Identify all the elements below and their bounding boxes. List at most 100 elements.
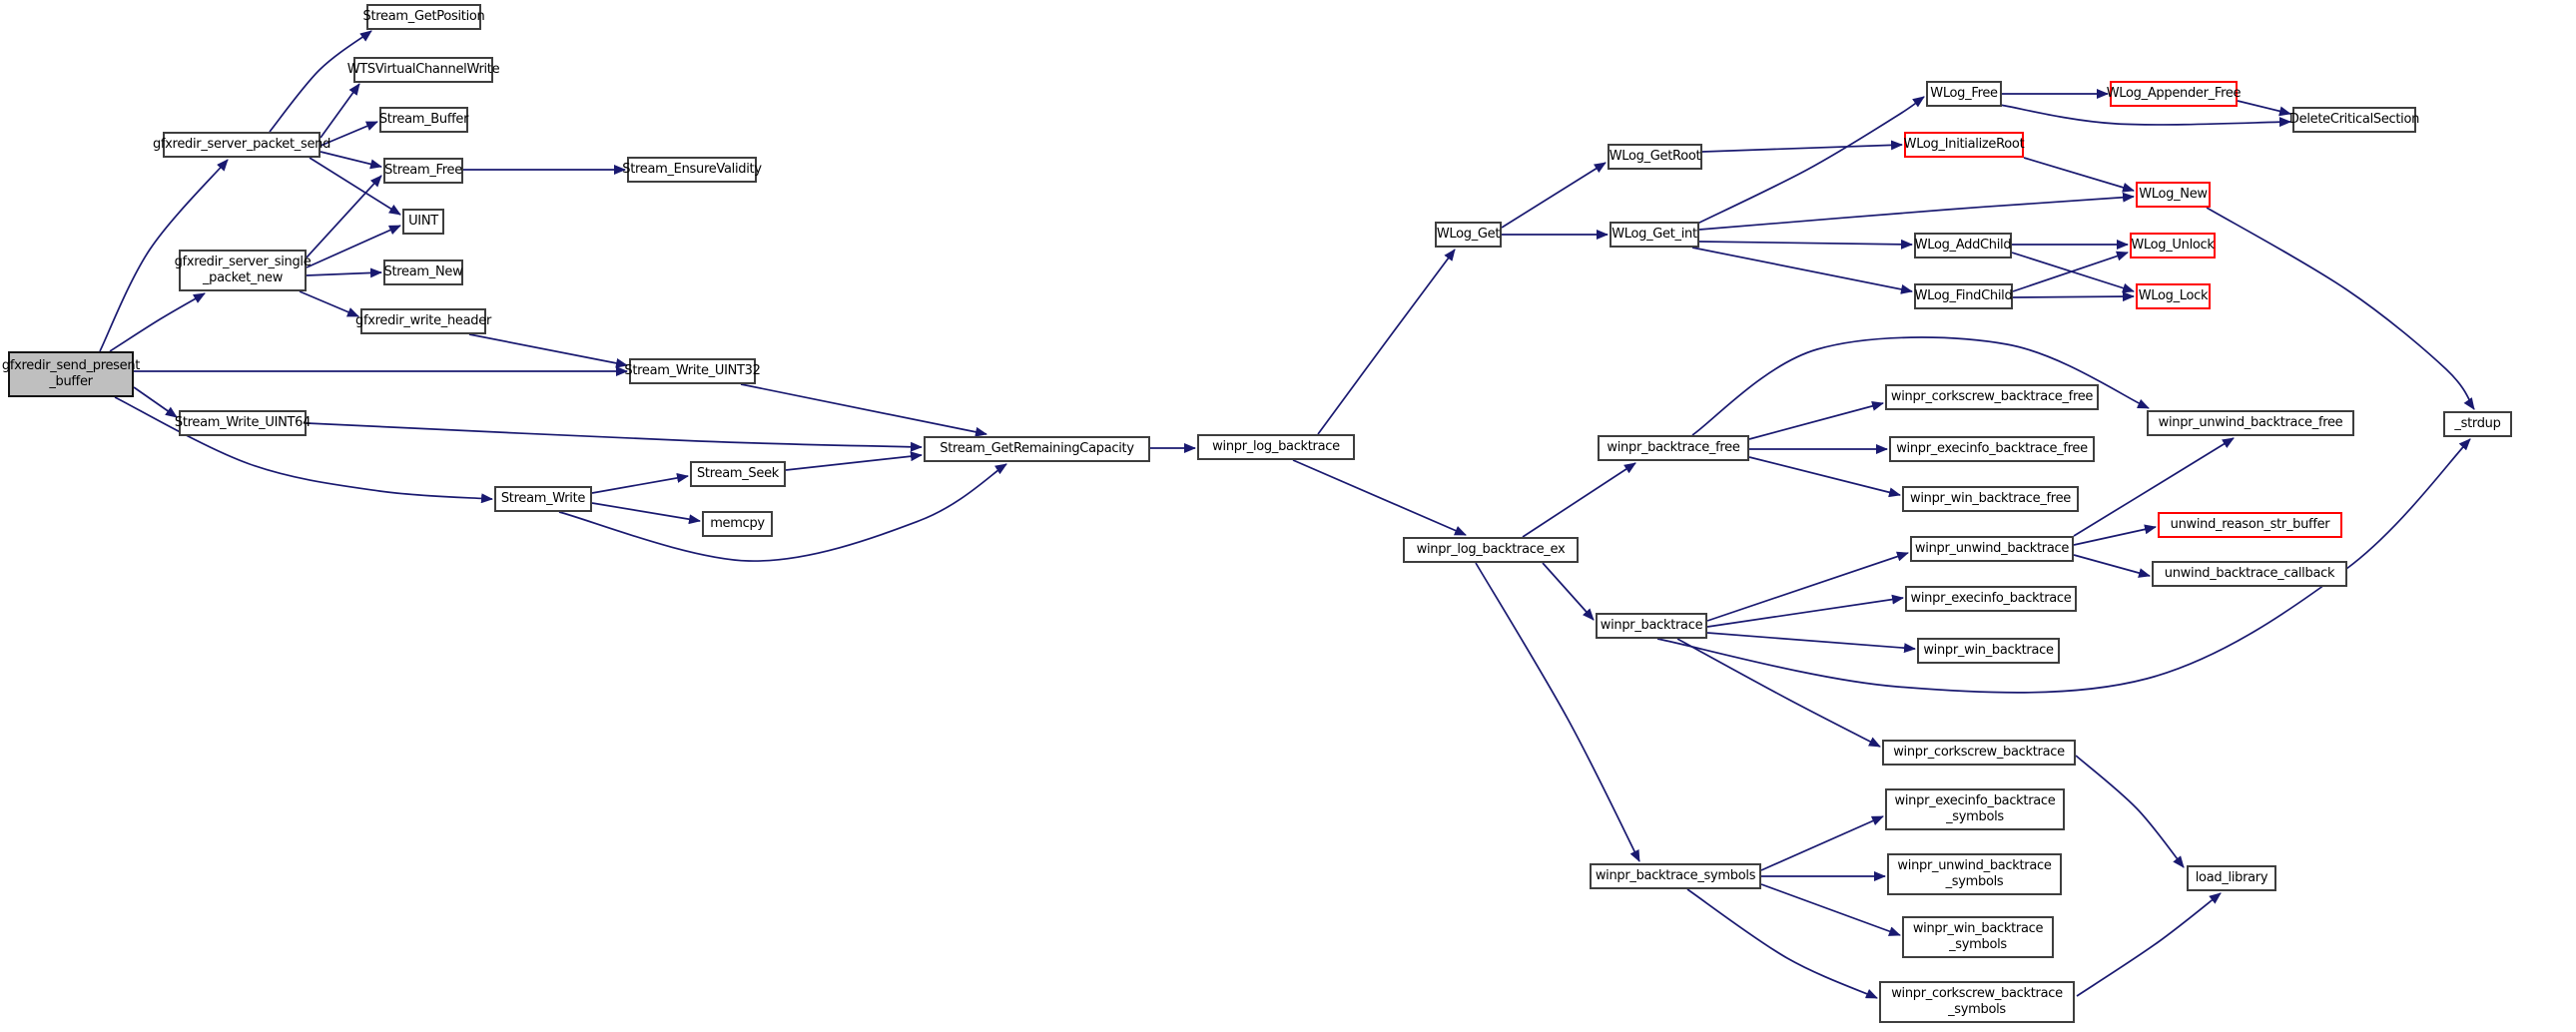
node-label: winpr_backtrace_symbols [1595, 867, 1756, 883]
edge-winpr_backtrace_symbols--winpr_execinfo_backtrace_symbols [1760, 815, 1884, 871]
node-Stream_Seek[interactable]: Stream_Seek [690, 461, 786, 487]
node-WLog_GetRoot[interactable]: WLog_GetRoot [1608, 144, 1702, 170]
node-winpr_execinfo_backtrace_free[interactable]: winpr_execinfo_backtrace_free [1889, 436, 2095, 462]
node-unwind_backtrace_callback[interactable]: unwind_backtrace_callback [2152, 561, 2347, 587]
node-winpr_log_backtrace_ex[interactable]: winpr_log_backtrace_ex [1403, 537, 1579, 563]
node-label: winpr_win_backtrace_free [1910, 490, 2071, 506]
node-Stream_New[interactable]: Stream_New [383, 259, 463, 285]
node-label: Stream_New [383, 263, 463, 279]
node-Stream_Buffer[interactable]: Stream_Buffer [379, 107, 468, 133]
node-unwind_reason_str_buffer[interactable]: unwind_reason_str_buffer [2158, 512, 2342, 538]
node-Stream_Write_UINT32[interactable]: Stream_Write_UINT32 [624, 358, 761, 384]
node-label: load_library [2195, 869, 2268, 885]
edge-gfxredir_server_single_packet_new--Stream_New [306, 267, 382, 278]
node-WLog_Free[interactable]: WLog_Free [1926, 81, 2002, 107]
node-label: winpr_execinfo_backtrace [1910, 590, 2072, 606]
node-winpr_execinfo_backtrace[interactable]: winpr_execinfo_backtrace [1905, 586, 2077, 612]
node-memcpy[interactable]: memcpy [702, 511, 773, 537]
edge-WLog_Get--WLog_GetRoot [1501, 162, 1607, 229]
node-WLog_New[interactable]: WLog_New [2136, 182, 2211, 208]
edge-gfxredir_server_single_packet_new--Stream_Free [306, 175, 382, 258]
node-label: Stream_GetRemainingCapacity [940, 440, 1134, 456]
node-_strdup[interactable]: _strdup [2443, 411, 2512, 437]
edge-gfxredir_server_packet_send--WTSVirtualChannelWrite [320, 83, 360, 139]
edge-WLog_Get_int--WLog_AddChild [1698, 239, 1913, 250]
edge-Stream_Write_UINT32--Stream_GetRemainingCapacity [740, 383, 987, 437]
node-winpr_log_backtrace[interactable]: winpr_log_backtrace [1197, 434, 1355, 460]
edge-winpr_unwind_backtrace--unwind_backtrace_callback [2073, 554, 2151, 578]
node-label: Stream_Write_UINT64 [174, 414, 312, 430]
node-label: winpr_win_backtrace _symbols [1912, 920, 2044, 952]
node-gfxredir_server_packet_send[interactable]: gfxredir_server_packet_send [153, 132, 330, 158]
edge-Stream_Write--Stream_GetRemainingCapacity [558, 463, 1007, 562]
node-winpr_unwind_backtrace_symbols[interactable]: winpr_unwind_backtrace _symbols [1887, 853, 2062, 895]
node-label: unwind_backtrace_callback [2164, 565, 2335, 581]
node-winpr_win_backtrace[interactable]: winpr_win_backtrace [1917, 638, 2060, 664]
edge-Stream_Write--Stream_Seek [591, 472, 689, 494]
node-label: Stream_GetPosition [362, 8, 485, 24]
node-WLog_Appender_Free[interactable]: WLog_Appender_Free [2107, 81, 2242, 107]
node-label: winpr_execinfo_backtrace_free [1896, 440, 2088, 456]
node-label: winpr_backtrace_free [1607, 439, 1740, 455]
node-WLog_AddChild[interactable]: WLog_AddChild [1914, 233, 2012, 258]
node-label: Stream_EnsureValidity [622, 161, 762, 177]
node-winpr_backtrace_free[interactable]: winpr_backtrace_free [1598, 435, 1749, 461]
node-WLog_InitializeRoot[interactable]: WLog_InitializeRoot [1903, 132, 2025, 158]
edge-Stream_Write--memcpy [591, 502, 701, 525]
node-label: memcpy [710, 515, 765, 531]
node-label: winpr_corkscrew_backtrace_free [1890, 388, 2094, 404]
node-label: winpr_unwind_backtrace_free [2158, 414, 2343, 430]
node-label: WLog_GetRoot [1609, 148, 1701, 164]
node-winpr_execinfo_backtrace_symbols[interactable]: winpr_execinfo_backtrace _symbols [1885, 788, 2065, 830]
node-label: winpr_win_backtrace [1923, 642, 2054, 658]
node-WLog_Lock[interactable]: WLog_Lock [2136, 283, 2211, 309]
edge-winpr_backtrace--_strdup [1656, 438, 2471, 694]
node-UINT[interactable]: UINT [402, 209, 444, 235]
edge-winpr_backtrace_free--winpr_corkscrew_backtrace_free [1748, 401, 1884, 440]
node-winpr_backtrace_symbols[interactable]: winpr_backtrace_symbols [1590, 863, 1761, 889]
edge-winpr_backtrace--winpr_unwind_backtrace [1706, 551, 1909, 622]
node-Stream_Write_UINT64[interactable]: Stream_Write_UINT64 [175, 410, 311, 436]
edge-gfxredir_send_present_buffer--gfxredir_server_packet_send [99, 159, 229, 352]
node-winpr_corkscrew_backtrace_free[interactable]: winpr_corkscrew_backtrace_free [1885, 384, 2099, 410]
edge-gfxredir_send_present_buffer--Stream_Write [114, 396, 493, 504]
edge-gfxredir_server_packet_send--UINT [309, 157, 401, 216]
node-load_library[interactable]: load_library [2187, 865, 2276, 891]
edge-winpr_backtrace--winpr_execinfo_backtrace [1706, 594, 1904, 628]
node-label: gfxredir_server_single _packet_new [174, 254, 312, 285]
node-Stream_EnsureValidity[interactable]: Stream_EnsureValidity [622, 157, 762, 183]
node-winpr_backtrace[interactable]: winpr_backtrace [1596, 613, 1707, 639]
node-winpr_win_backtrace_symbols[interactable]: winpr_win_backtrace _symbols [1902, 916, 2054, 958]
node-label: winpr_corkscrew_backtrace [1893, 744, 2065, 760]
edge-winpr_backtrace--winpr_corkscrew_backtrace [1676, 638, 1881, 748]
node-WTSVirtualChannelWrite[interactable]: WTSVirtualChannelWrite [347, 57, 500, 83]
edge-WLog_FindChild--WLog_Lock [2012, 291, 2135, 302]
edge-winpr_backtrace_free--winpr_win_backtrace_free [1748, 456, 1901, 498]
node-winpr_unwind_backtrace_free[interactable]: winpr_unwind_backtrace_free [2147, 410, 2354, 436]
node-label: gfxredir_write_header [355, 312, 491, 328]
node-gfxredir_write_header[interactable]: gfxredir_write_header [355, 308, 491, 334]
node-Stream_GetPosition[interactable]: Stream_GetPosition [363, 4, 485, 30]
node-WLog_Unlock[interactable]: WLog_Unlock [2130, 233, 2216, 258]
node-Stream_Write[interactable]: Stream_Write [494, 486, 592, 512]
edge-WLog_Get_int--WLog_FindChild [1691, 247, 1913, 294]
node-Stream_GetRemainingCapacity[interactable]: Stream_GetRemainingCapacity [924, 436, 1150, 462]
node-winpr_corkscrew_backtrace_symbols[interactable]: winpr_corkscrew_backtrace _symbols [1879, 981, 2075, 1023]
node-winpr_win_backtrace_free[interactable]: winpr_win_backtrace_free [1902, 486, 2079, 512]
edge-gfxredir_server_packet_send--Stream_Buffer [320, 121, 378, 147]
node-label: _strdup [2454, 415, 2501, 431]
node-Stream_Free[interactable]: Stream_Free [383, 158, 463, 184]
node-WLog_FindChild[interactable]: WLog_FindChild [1914, 283, 2013, 309]
edge-Stream_Seek--Stream_GetRemainingCapacity [785, 451, 923, 471]
node-DeleteCriticalSection[interactable]: DeleteCriticalSection [2289, 107, 2419, 133]
node-winpr_corkscrew_backtrace[interactable]: winpr_corkscrew_backtrace [1882, 740, 2076, 766]
edge-winpr_backtrace_free--winpr_unwind_backtrace_free [1691, 336, 2150, 436]
node-winpr_unwind_backtrace[interactable]: winpr_unwind_backtrace [1910, 536, 2074, 562]
node-label: WLog_Get_int [1611, 226, 1697, 242]
node-WLog_Get[interactable]: WLog_Get [1435, 222, 1502, 248]
node-gfxredir_server_single_packet_new[interactable]: gfxredir_server_single _packet_new [175, 250, 312, 291]
node-WLog_Get_int[interactable]: WLog_Get_int [1610, 222, 1699, 248]
node-label: WLog_InitializeRoot [1903, 136, 2025, 152]
node-label: Stream_Write [500, 490, 586, 506]
